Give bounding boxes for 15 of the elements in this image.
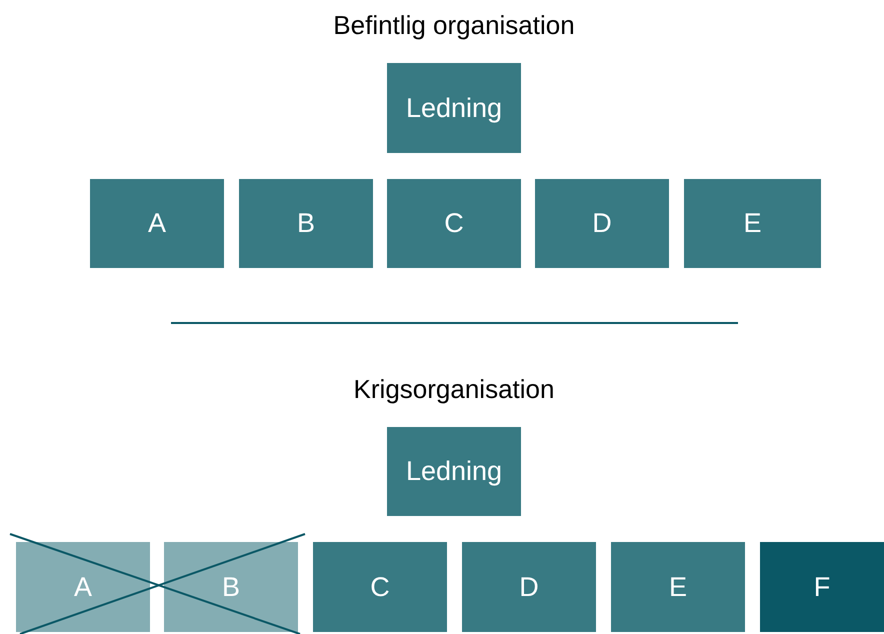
unit-box: C bbox=[313, 542, 447, 632]
unit-box: F bbox=[760, 542, 884, 632]
unit-box: A bbox=[90, 179, 224, 268]
unit-box: C bbox=[387, 179, 521, 268]
unit-box: E bbox=[684, 179, 821, 268]
unit-box: E bbox=[611, 542, 745, 632]
management-box: Ledning bbox=[387, 427, 521, 516]
unit-box: B bbox=[164, 542, 298, 632]
unit-box: D bbox=[462, 542, 596, 632]
section-heading: Krigsorganisation bbox=[354, 374, 554, 405]
unit-box: D bbox=[535, 179, 669, 268]
management-box: Ledning bbox=[387, 63, 521, 153]
unit-box: A bbox=[16, 542, 150, 632]
unit-box: B bbox=[239, 179, 373, 268]
section-heading: Befintlig organisation bbox=[333, 10, 575, 41]
